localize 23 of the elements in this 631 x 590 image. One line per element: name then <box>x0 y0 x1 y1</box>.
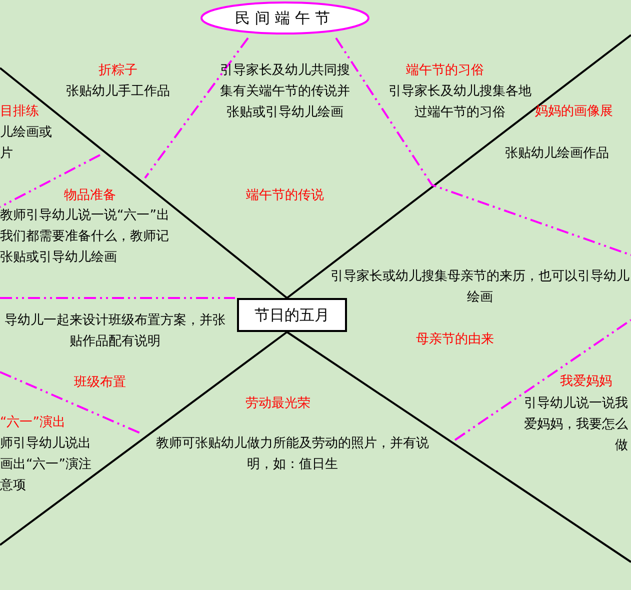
topic-ellipse: 民间端午节 <box>200 1 370 35</box>
description-text: 儿绘画或片 <box>0 124 53 163</box>
description-text: 引导家长及幼儿共同搜集有关端午节的传说并张贴或引导幼儿绘画 <box>219 62 351 122</box>
center-box: 节日的五月 <box>237 298 347 332</box>
description-text: 导幼儿一起来设计班级布置方案，并张贴作品配有说明 <box>4 312 226 351</box>
description-text: 张贴幼儿绘画作品 <box>505 145 610 163</box>
description-text: 教师可张贴幼儿做力所能及劳动的照片，并有说明，如：值日生 <box>155 435 430 474</box>
topic-heading: 折粽子 <box>98 62 138 80</box>
description-text: 张贴幼儿手工作品 <box>65 83 171 101</box>
topic-heading: 物品准备 <box>63 187 117 205</box>
description-text: 师引导幼儿说出画出“六一”演注意项 <box>0 435 92 495</box>
topic-heading: 母亲节的由来 <box>415 331 495 349</box>
topic-heading: “六一”演出 <box>0 414 66 432</box>
topic-heading: 端午节的习俗 <box>405 62 485 80</box>
topic-heading: 妈妈的画像展 <box>535 103 614 121</box>
description-text: 引导幼儿说一说我爱妈妈，我要怎么做 <box>523 395 628 455</box>
topic-heading: 劳动最光荣 <box>244 395 312 413</box>
description-text: 引导家长及幼儿搜集各地过端午节的习俗 <box>388 83 532 122</box>
topic-heading: 端午节的传说 <box>245 187 325 205</box>
topic-heading: 目排练 <box>0 103 40 121</box>
topic-heading: 我爱妈妈 <box>560 373 613 391</box>
topic-heading: 班级布置 <box>73 374 127 392</box>
description-text: 教师引导幼儿说一说“六一”出我们都需要准备什么，教师记张贴或引导幼儿绘画 <box>0 207 170 267</box>
